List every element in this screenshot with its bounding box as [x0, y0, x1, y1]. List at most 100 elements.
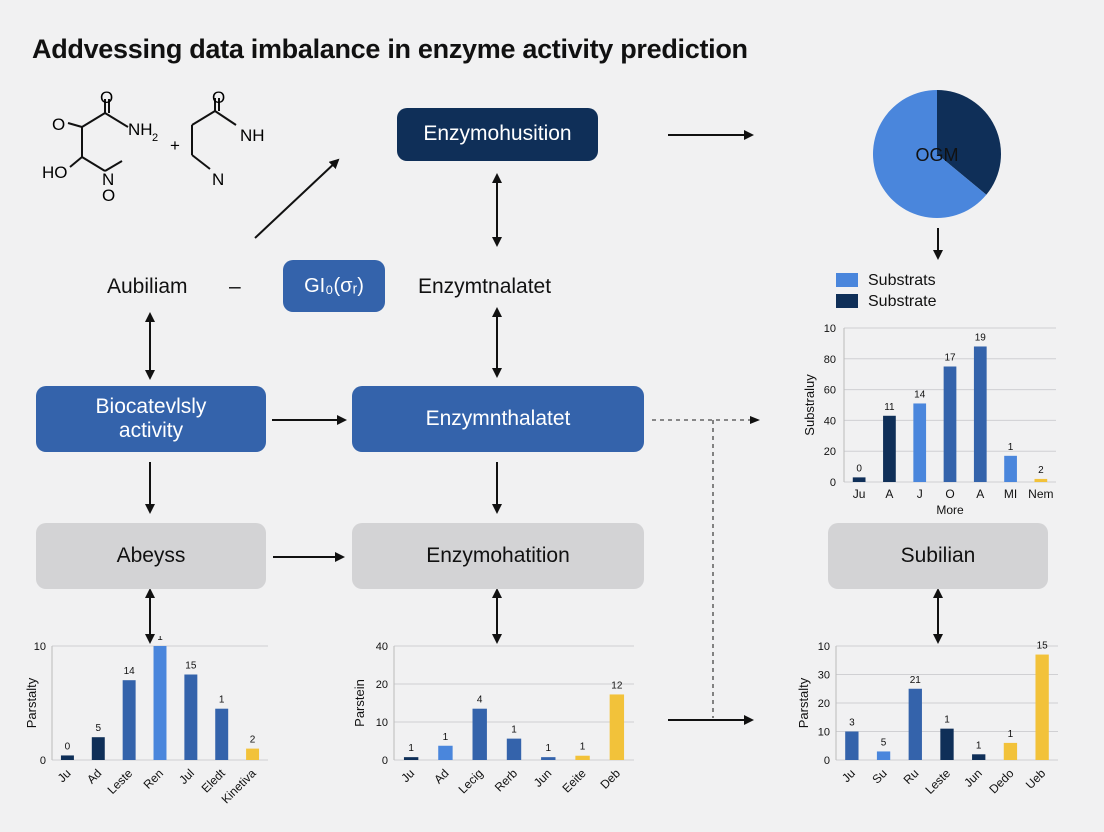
bio-line-1: Biocatevlsly [95, 394, 207, 418]
data-label: 15 [1037, 641, 1049, 652]
y-tick-label: 0 [830, 477, 836, 489]
x-tick-label: Ueb [1023, 766, 1049, 792]
x-tick-label: Kinetiva [219, 766, 259, 806]
data-label: 14 [914, 389, 926, 400]
dash-separator: – [229, 275, 241, 298]
data-label: 1 [157, 636, 163, 643]
bar-chart-substrate: 02040608010Substraluy0Ju11A14J17O19A1MI2… [802, 323, 1056, 517]
bar-Lecig [472, 708, 487, 760]
mol-n: N [102, 170, 114, 189]
bar-O [943, 366, 957, 482]
bar-Leste [940, 728, 954, 760]
bar-chart-middle: 0102040Parstein1Ju1Ad4Lecig1Rerb1Jun1Eei… [352, 641, 634, 796]
x-tick-label: Lecig [456, 766, 486, 796]
bar-Ad [438, 745, 453, 760]
node-formula[interactable]: GI₀(σᵣ) [283, 260, 385, 312]
node-enzymohusition[interactable]: Enzymohusition [397, 108, 598, 161]
y-axis-label: Parstalty [796, 677, 811, 728]
y-tick-label: 0 [824, 755, 830, 767]
mol-subscript: 2 [152, 132, 158, 144]
data-label: 5 [96, 723, 102, 734]
x-tick-label: Jun [961, 766, 985, 790]
legend-label-2: Substrate [868, 293, 937, 310]
x-tick-label: Jun [531, 766, 555, 790]
bar-Jul [184, 674, 198, 760]
bar-chart-left: 010Parstalty0Ju5Ad14Leste1Ren15Jul1Eledt… [24, 636, 268, 806]
x-tick-label: Ad [84, 766, 104, 786]
data-label: 1 [546, 743, 552, 754]
data-label: 1 [443, 732, 449, 743]
mol-ho: HO [42, 163, 68, 182]
mol2-o: O [212, 88, 225, 107]
data-label: 12 [611, 680, 623, 691]
y-tick-label: 40 [824, 415, 836, 427]
bar-Ju [403, 757, 419, 760]
bar-Ju [845, 731, 859, 760]
pie-center-label: OGM [916, 145, 959, 165]
y-axis-label: Parstein [352, 679, 367, 727]
node-abeyss[interactable]: Abeyss [36, 523, 266, 589]
x-tick-label: Rerb [492, 766, 521, 795]
molecule-structure: O O NH 2 HO N O + O NH N [42, 88, 265, 205]
data-label: 1 [408, 743, 414, 754]
node-enzymohatition[interactable]: Enzymohatition [352, 523, 644, 589]
bar-Ren [153, 646, 167, 760]
y-tick-label: 40 [376, 641, 388, 653]
y-tick-label: 20 [824, 446, 836, 458]
bar-Ru [908, 688, 922, 760]
page-title: Addvessing data imbalance in enzyme acti… [32, 34, 748, 64]
node-biocatalytic-activity[interactable]: Biocatevlsly activity [36, 386, 266, 452]
data-label: 1 [219, 695, 225, 706]
x-tick-label: Ju [839, 766, 858, 785]
mol-o-bottom: O [102, 186, 115, 205]
x-tick-label: Nem [1028, 487, 1053, 501]
y-tick-label: 0 [40, 755, 46, 767]
data-label: 1 [1008, 729, 1014, 740]
bar-Su [876, 751, 891, 760]
mol-plus: + [170, 136, 180, 155]
data-label: 0 [65, 741, 71, 752]
data-label: 21 [910, 675, 922, 686]
y-tick-label: 80 [824, 354, 836, 366]
bar-A [973, 346, 987, 482]
y-tick-label: 10 [824, 323, 836, 335]
data-label: 19 [975, 332, 987, 343]
bar-Ju [852, 477, 866, 482]
data-label: 1 [511, 725, 517, 736]
legend-item-2: Substrate [836, 293, 936, 311]
data-label: 11 [884, 402, 895, 413]
bar-Jun [541, 757, 556, 760]
x-tick-label: Dedo [986, 766, 1016, 796]
x-tick-label: Eeite [559, 766, 588, 795]
x-tick-label: O [945, 487, 954, 501]
y-tick-label: 20 [376, 679, 388, 691]
data-label: 0 [856, 463, 862, 474]
data-label: 5 [881, 737, 887, 748]
legend-item-1: Substrats [836, 272, 936, 290]
x-tick-label: Su [869, 766, 889, 786]
node-subilian[interactable]: Subilian [828, 523, 1048, 589]
bar-A [883, 415, 896, 482]
node-aubiliam: Aubiliam [107, 275, 188, 298]
data-label: 15 [185, 661, 197, 672]
data-label: 2 [250, 735, 256, 746]
x-tick-label: A [885, 487, 893, 501]
legend-swatch-1 [836, 273, 858, 287]
x-tick-label: Ju [55, 766, 74, 785]
data-label: 1 [1008, 442, 1014, 453]
y-tick-label: 10 [818, 727, 830, 739]
arrow-molecule-to-enzymohusition [254, 158, 340, 239]
x-tick-label: Ren [141, 766, 166, 791]
y-tick-label: 20 [818, 698, 830, 710]
pie-chart: OGM [873, 90, 1001, 218]
bar-Eledt [215, 708, 229, 760]
x-tick-label: Leste [922, 766, 953, 797]
x-tick-label: Jul [176, 766, 197, 787]
data-label: 3 [849, 718, 855, 729]
x-tick-label: Deb [598, 766, 624, 792]
node-enzymnthalatet[interactable]: Enzymnthalatet [352, 386, 644, 452]
node-enzymtnalatet: Enzymtnalatet [418, 275, 552, 298]
y-axis-label: Parstalty [24, 677, 39, 728]
